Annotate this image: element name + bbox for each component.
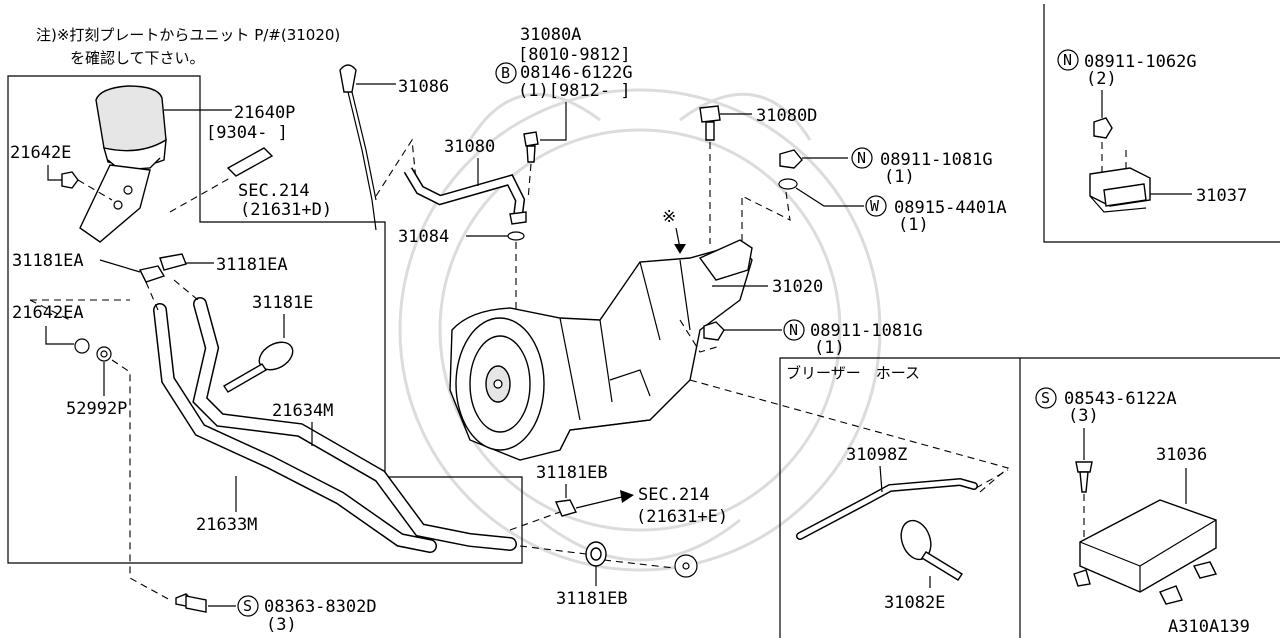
- clip-31181eb-upper: [554, 499, 578, 517]
- tie-31082e: [900, 519, 963, 581]
- hose-21633m: [153, 303, 437, 553]
- label-sec214-lower-ref: (21631+E): [636, 507, 728, 527]
- bolt-08146: [523, 131, 539, 163]
- label-sec214-upper-ref: (21631+D): [240, 200, 332, 220]
- svg-text:S: S: [243, 597, 252, 615]
- bolt-21642e: [61, 171, 79, 189]
- svg-text:S: S: [1041, 389, 1050, 407]
- label-08911-1081g-lower-qty: (1): [814, 338, 845, 358]
- label-08911-1081g-upper-qty: (1): [884, 167, 915, 187]
- control-unit-31036: [1073, 499, 1218, 605]
- label-21640p-range: [9304- ]: [206, 123, 288, 143]
- svg-text:N: N: [857, 149, 866, 167]
- label-31020: 31020: [772, 277, 823, 297]
- nut-08911-1081g-upper: [779, 149, 803, 169]
- label-31181eb-lower: 31181EB: [556, 589, 628, 609]
- washer-08915: [778, 178, 798, 190]
- marker-s-08363: [237, 595, 259, 617]
- label-08911-1081g-lower: 08911-1081G: [810, 321, 923, 341]
- oring-31084: [507, 231, 525, 241]
- filler-tube-31080: [403, 167, 526, 217]
- grommet-21642ea: [74, 338, 90, 354]
- marker-n-upper: [851, 147, 873, 169]
- label-31080: 31080: [444, 137, 495, 157]
- svg-text:N: N: [789, 321, 798, 339]
- label-31084: 31084: [398, 227, 449, 247]
- label-31181ea-left: 31181EA: [12, 251, 84, 271]
- label-sec214-lower: SEC.214: [638, 485, 710, 505]
- diagram-id: A310A139: [1168, 617, 1250, 637]
- nut-08911-1062g: [1093, 117, 1113, 139]
- note-line-1: 注)※打刻プレートからユニット P/#(31020): [36, 26, 340, 44]
- note-line-2: を確認して下さい。: [70, 49, 205, 67]
- label-08911-1081g-upper: 08911-1081G: [880, 150, 993, 170]
- tie-31181e: [223, 341, 294, 393]
- label-08911-1062g: 08911-1062G: [1084, 52, 1197, 72]
- label-52992p: 52992P: [66, 399, 127, 419]
- label-31036: 31036: [1156, 445, 1207, 465]
- marker-s-08543: [1035, 387, 1057, 409]
- label-31181eb-upper: 31181EB: [536, 463, 608, 483]
- clip-31181eb-lower: [585, 541, 607, 567]
- svg-text:B: B: [501, 64, 510, 82]
- label-21642ea: 21642EA: [12, 303, 84, 323]
- marker-n-08911-1062g: [1057, 49, 1079, 71]
- group-box-31037: [1043, 4, 1280, 243]
- label-31082e: 31082E: [884, 593, 945, 613]
- label-08543-qty: (3): [1068, 406, 1099, 426]
- bracket-31037: [1089, 167, 1151, 213]
- label-31080a-range: [8010-9812]: [518, 45, 631, 65]
- marker-n-lower: [783, 319, 805, 341]
- label-31080d: 31080D: [756, 106, 817, 126]
- label-sec214-upper: SEC.214: [238, 181, 310, 201]
- marker-b-08146: [495, 62, 517, 84]
- hose-21634m: [192, 297, 517, 551]
- svg-text:W: W: [870, 197, 880, 215]
- label-21642e: 21642E: [10, 143, 71, 163]
- svg-text:N: N: [1063, 51, 1072, 69]
- label-08915: 08915-4401A: [894, 198, 1007, 218]
- label-08911-1062g-qty: (2): [1086, 69, 1117, 89]
- star-mark: ※: [662, 207, 676, 227]
- marker-w-08915: [865, 195, 887, 217]
- label-21640p: 21640P: [234, 103, 295, 123]
- label-21634m: 21634M: [272, 401, 333, 421]
- dipstick-31086: [339, 64, 377, 231]
- label-08915-qty: (1): [898, 215, 929, 235]
- canister-21640p: [79, 85, 167, 243]
- label-31086: 31086: [398, 77, 449, 97]
- label-31181ea-right: 31181EA: [216, 255, 288, 275]
- label-08146-qty: (1)[9812- ]: [518, 81, 631, 101]
- label-31098z: 31098Z: [846, 445, 907, 465]
- transmission-31020: [449, 239, 753, 461]
- group-box-breather: [779, 357, 1280, 638]
- pipe-stub-sec214: [226, 147, 274, 177]
- breather-hose-title: ブリーザー ホース: [786, 364, 920, 382]
- label-08543: 08543-6122A: [1064, 389, 1177, 409]
- label-31037: 31037: [1196, 186, 1247, 206]
- breather-hose-31098z: [796, 477, 978, 540]
- bolt-31080d: [699, 105, 721, 141]
- nut-08911-1081g-lower: [703, 321, 725, 341]
- screw-08543: [1075, 461, 1093, 493]
- label-31181e: 31181E: [252, 293, 313, 313]
- label-08146: 08146-6122G: [520, 63, 633, 83]
- clip-31181ea-b: [159, 253, 187, 271]
- watermark-emblem: [398, 88, 882, 572]
- label-21633m: 21633M: [196, 515, 257, 535]
- clip-31181ea-a: [138, 265, 166, 283]
- label-08363: 08363-8302D: [264, 597, 377, 617]
- label-31080a: 31080A: [520, 25, 581, 45]
- label-08363-qty: (3): [266, 615, 297, 635]
